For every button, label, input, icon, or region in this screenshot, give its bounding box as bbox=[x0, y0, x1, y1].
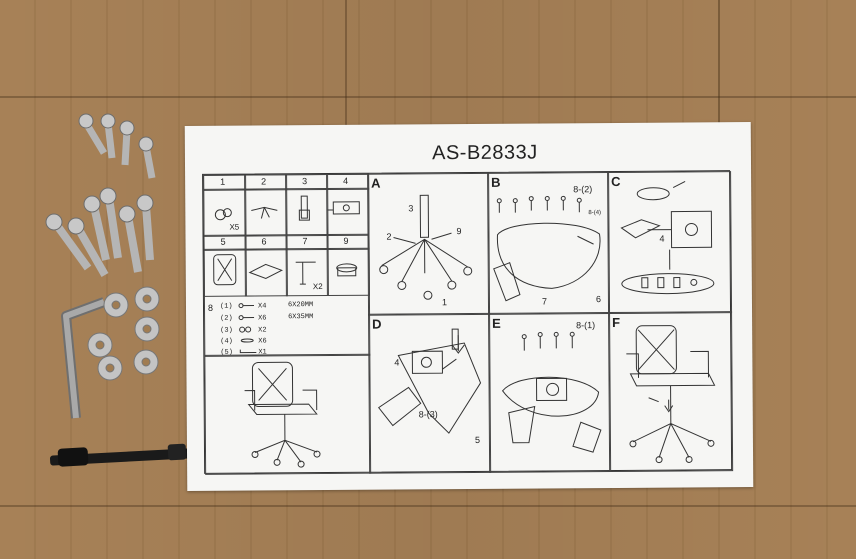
hardware-size: 6X20MM bbox=[287, 301, 314, 310]
base-cover-icon bbox=[336, 263, 358, 277]
long-bolts bbox=[45, 113, 156, 277]
callout: 4 bbox=[394, 357, 400, 368]
hardware-pile bbox=[45, 113, 191, 467]
model-number: AS-B2833J bbox=[432, 141, 538, 165]
allen-key bbox=[61, 297, 106, 419]
hardware-id: (4) bbox=[220, 337, 233, 346]
step-f-drawing bbox=[626, 325, 716, 464]
callout: 7 bbox=[541, 296, 548, 307]
caster-icon bbox=[214, 208, 232, 221]
hardware-id: (3) bbox=[220, 326, 233, 335]
hardware-id: (1) bbox=[219, 302, 233, 311]
armrest-icon bbox=[295, 261, 316, 285]
callout: 4 bbox=[659, 233, 665, 244]
step-b-drawing bbox=[493, 195, 601, 302]
callout: 8-(2) bbox=[573, 184, 593, 195]
mechanism-icon bbox=[327, 201, 360, 215]
callout: 9 bbox=[456, 226, 462, 237]
step-d-drawing bbox=[377, 328, 482, 434]
backrest-icon bbox=[213, 254, 237, 286]
spring-washer-icon bbox=[240, 338, 254, 343]
bolt-icon bbox=[238, 303, 254, 309]
hardware-label: 8 bbox=[207, 302, 214, 313]
step-e-drawing bbox=[501, 331, 602, 453]
cardboard-seam bbox=[0, 505, 856, 507]
callout: 3 bbox=[408, 203, 414, 214]
finished-chair-drawing bbox=[244, 361, 321, 468]
washer-icon bbox=[239, 326, 252, 333]
gas-cylinder-icon bbox=[298, 195, 310, 221]
part-sketches bbox=[213, 195, 360, 286]
callout: 6 bbox=[595, 294, 602, 305]
callout: 2 bbox=[386, 231, 392, 242]
hardware-size: 6X35MM bbox=[288, 313, 314, 322]
step-a-drawing bbox=[379, 194, 473, 300]
cardboard-seam bbox=[345, 0, 347, 125]
callout: 8-(4) bbox=[588, 210, 602, 217]
allen-key-icon bbox=[239, 349, 257, 354]
black-pin-bolt bbox=[49, 443, 191, 467]
screw-row bbox=[496, 195, 582, 213]
callout: 8-(3) bbox=[418, 409, 438, 420]
seat-icon bbox=[248, 263, 283, 279]
callout: 1 bbox=[441, 297, 448, 308]
instruction-sheet: AS-B2833J 1 2 3 4 5 6 7 9 X5 X2 bbox=[184, 122, 754, 491]
hardware-id: (2) bbox=[220, 314, 233, 323]
callout: 5 bbox=[474, 434, 480, 445]
base-star-icon bbox=[251, 206, 278, 219]
instruction-frame: 1 2 3 4 5 6 7 9 X5 X2 8 (1) X4 (2) X6 (3… bbox=[202, 170, 734, 475]
callout: 8-(1) bbox=[576, 320, 596, 331]
hardware-sketches bbox=[238, 303, 257, 354]
washers bbox=[87, 286, 160, 381]
cardboard-seam bbox=[718, 0, 720, 125]
cardboard-seam bbox=[0, 96, 856, 98]
step-c-drawing bbox=[620, 181, 715, 295]
bolt-icon bbox=[238, 315, 255, 321]
